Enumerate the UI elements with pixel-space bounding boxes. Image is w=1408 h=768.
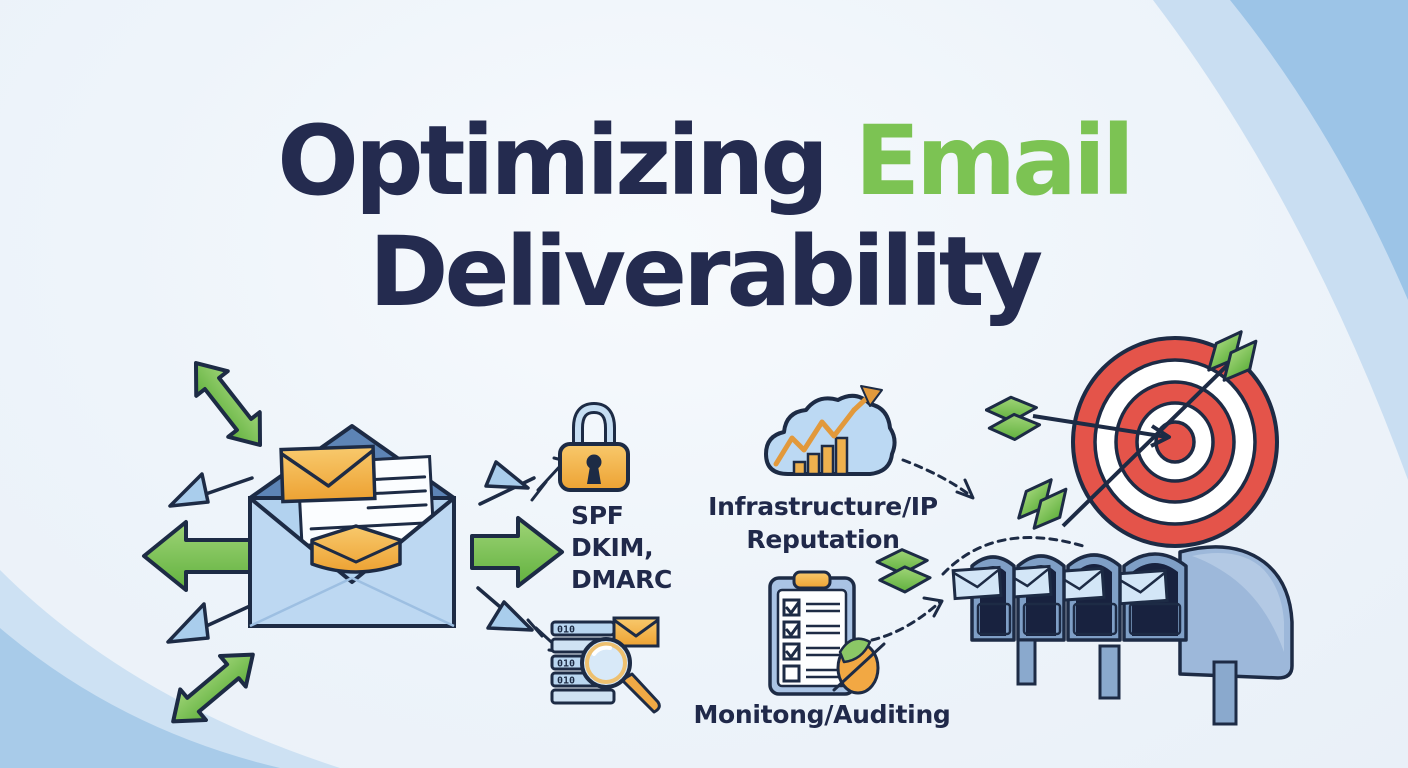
label-infrastructure: Infrastructure/IP Reputation <box>708 492 938 554</box>
bullseye-rings <box>1071 336 1279 548</box>
blue-triangle-arrow-right-top-icon <box>478 460 536 506</box>
leaf-ornament-icon <box>832 637 886 695</box>
arrow-shaft-horizontal <box>1032 414 1168 439</box>
target-icon <box>985 320 1279 548</box>
mailbox-body-right <box>1178 545 1294 680</box>
title-text-dark: Optimizing <box>277 105 829 217</box>
blue-triangle-arrow-left-top-icon <box>168 472 254 508</box>
mailbox <box>1001 554 1066 642</box>
title-line-2: Deliverability <box>368 216 1043 329</box>
green-right-arrow-icon <box>470 516 564 588</box>
open-envelope-icon <box>248 424 456 628</box>
checklist-rows <box>782 598 840 683</box>
orange-envelope-top <box>279 444 377 504</box>
dashed-arrow-to-target <box>901 458 975 500</box>
mail-badge <box>612 616 660 648</box>
label-authentication: SPF DKIM, DMARC <box>571 501 673 594</box>
mailbox <box>951 555 1016 642</box>
mailbox <box>1111 552 1188 642</box>
background-curve-bottom-left <box>0 570 340 768</box>
mailbox <box>1052 553 1122 642</box>
padlock-icon <box>558 401 630 492</box>
page-title: Optimizing Email Deliverability <box>0 105 1408 329</box>
server-row-label: 010 <box>557 676 575 687</box>
green-left-arrow-icon <box>142 520 254 592</box>
magnifier <box>580 637 661 714</box>
mailboxes-icon <box>951 545 1294 726</box>
double-arrow-top-left-icon <box>193 361 263 447</box>
keyhole <box>586 454 602 470</box>
server-row-label: 010 <box>557 625 575 636</box>
bar-chart <box>792 436 849 476</box>
cloud-analytics-icon <box>764 385 897 476</box>
dashed-arrow-from-clipboard <box>870 596 944 642</box>
background-curve-top-right <box>1153 0 1408 480</box>
clipboard-checklist-icon <box>768 570 886 696</box>
title-line-1: Optimizing Email <box>0 105 1408 217</box>
double-arrow-bottom-left-icon <box>171 652 255 724</box>
growth-line-arrow <box>773 385 883 467</box>
title-text-green: Email <box>854 105 1135 217</box>
orange-envelope-bottom <box>310 524 402 574</box>
clipboard-clip <box>792 570 832 590</box>
blue-triangle-arrow-left-bottom-icon <box>166 602 252 644</box>
arrowhead-center <box>1150 424 1171 448</box>
dashed-arc-to-mailboxes <box>941 536 1085 576</box>
blue-triangle-arrow-right-bottom-icon <box>476 586 534 632</box>
label-monitoring: Monitong/Auditing <box>693 700 951 729</box>
server-row-label: 010 <box>557 659 575 670</box>
server-search-icon: 010 010 010 <box>550 616 661 714</box>
mailbox-posts <box>1016 638 1238 726</box>
